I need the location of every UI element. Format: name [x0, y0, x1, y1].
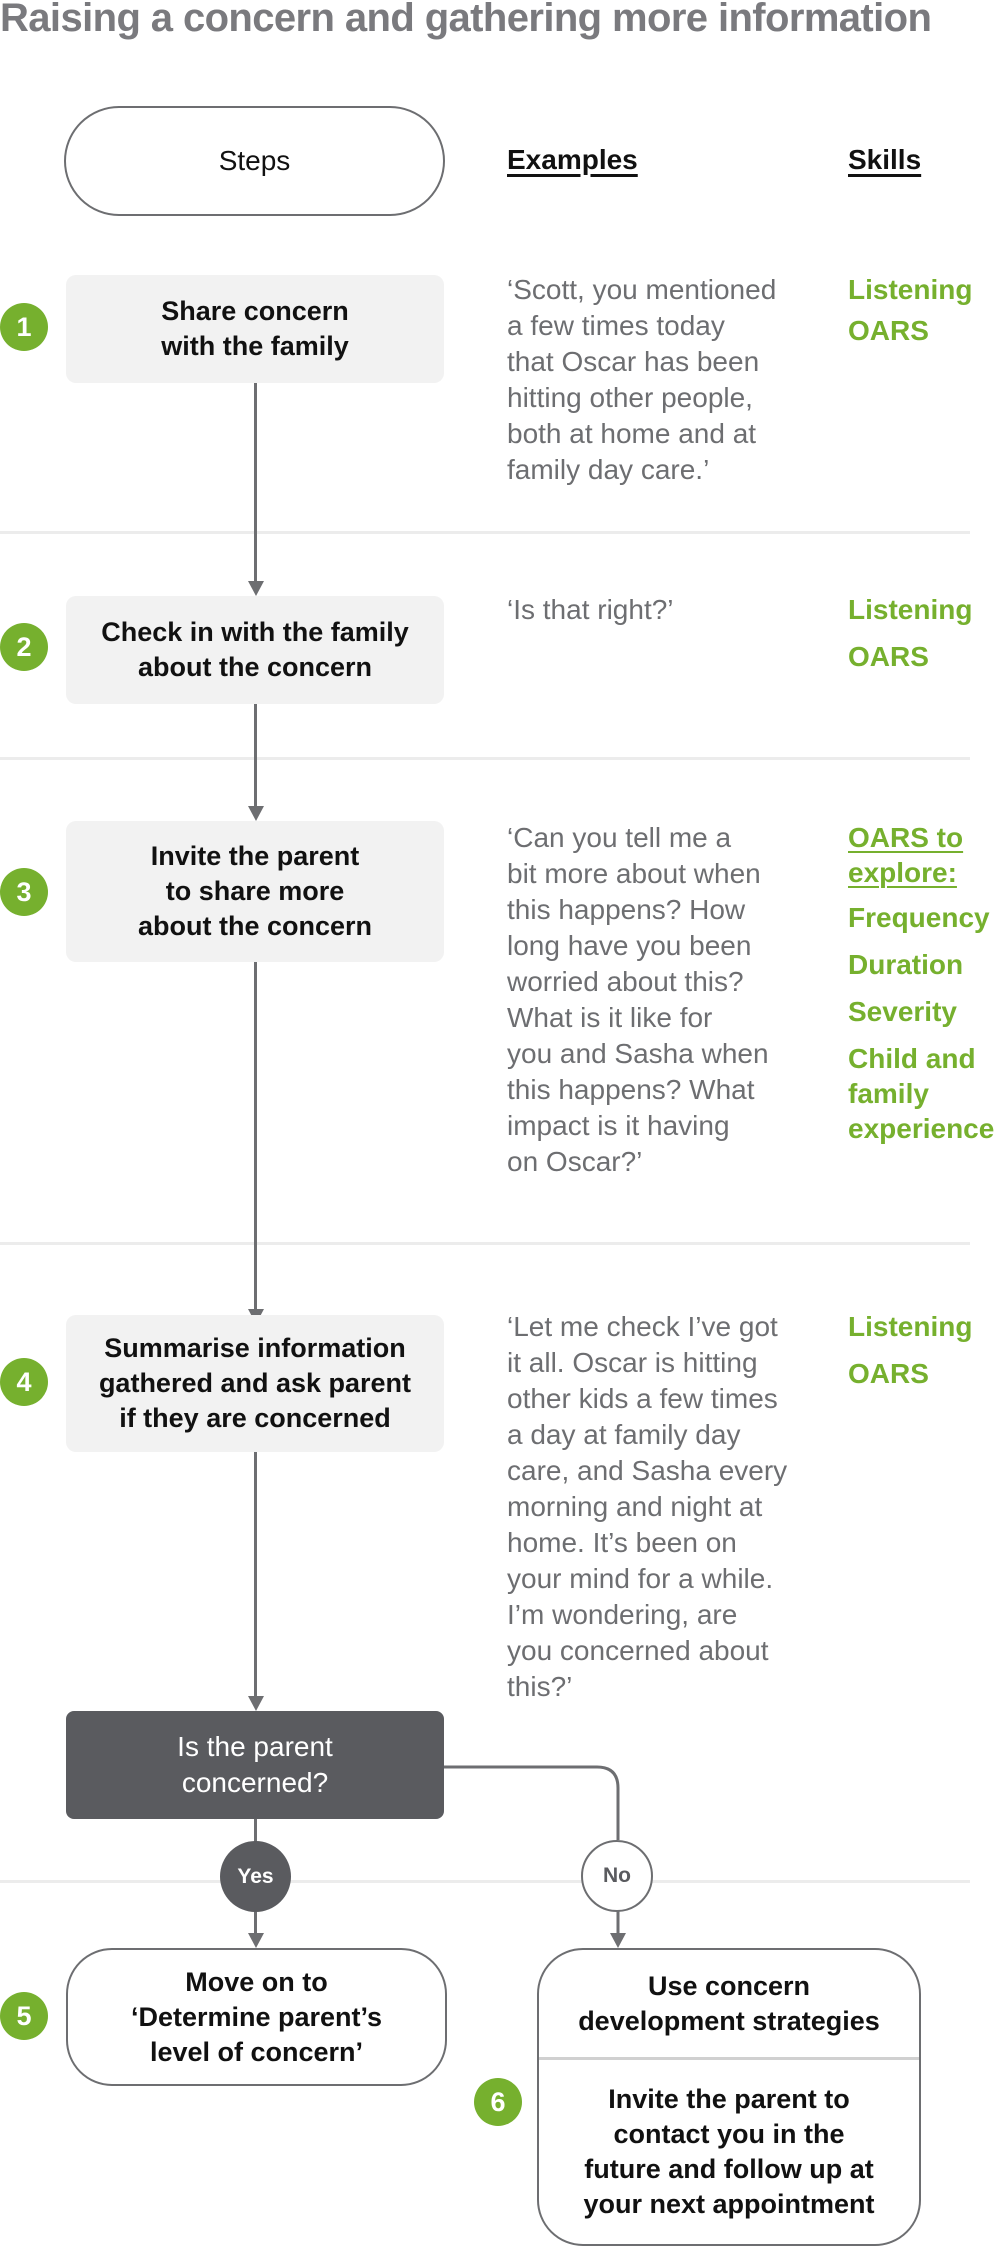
- skill-item: Severity: [848, 996, 957, 1027]
- step-number-badge: 2: [0, 623, 48, 671]
- step-3-example: ‘Can you tell me a bit more about when t…: [507, 822, 769, 1177]
- step-6-box: Use concern development strategies Invit…: [537, 1948, 921, 2246]
- skill-item: OARS: [848, 641, 929, 672]
- row-divider: [0, 757, 970, 760]
- skills-heading-link[interactable]: OARS to explore:: [848, 822, 964, 888]
- step-number-badge: 6: [474, 2078, 522, 2126]
- yes-branch-badge: Yes: [220, 1841, 291, 1912]
- step-4-skills: Listening OARS: [848, 1309, 1000, 1403]
- step-number-badge: 5: [0, 1992, 48, 2040]
- arrow-down-icon: [248, 581, 264, 596]
- connector-line: [254, 383, 257, 581]
- connector-line: [254, 1819, 257, 1843]
- skills-column-header: Skills: [848, 144, 922, 175]
- steps-header-label: Steps: [218, 145, 291, 176]
- skill-item: Listening: [848, 274, 973, 305]
- step-3-box: Invite the parent to share more about th…: [66, 821, 444, 962]
- step-number-badge: 3: [0, 868, 48, 916]
- step-2-example: ‘Is that right?’: [507, 594, 674, 625]
- step-4-box: Summarise information gathered and ask p…: [66, 1315, 444, 1452]
- skill-item: Duration: [848, 949, 964, 980]
- decision-box: Is the parent concerned?: [66, 1711, 444, 1819]
- step-6-action: Invite the parent to contact you in the …: [583, 2084, 875, 2219]
- skill-item: Listening: [848, 594, 973, 625]
- steps-column-header: Steps: [64, 106, 445, 216]
- step-number-badge: 1: [0, 303, 48, 351]
- row-divider: [0, 1880, 970, 1883]
- page-title: Raising a concern and gathering more inf…: [0, 0, 932, 40]
- arrow-down-icon: [248, 1696, 264, 1711]
- arrow-down-icon: [248, 1933, 264, 1948]
- step-6-strategy: Use concern development strategies: [539, 1950, 919, 2060]
- skill-item: Frequency: [848, 902, 990, 933]
- step-1-example: ‘Scott, you mentioned a few times today …: [507, 274, 777, 485]
- skill-item: OARS: [848, 1358, 929, 1389]
- connector-line: [254, 962, 257, 1309]
- no-branch-badge: No: [581, 1840, 653, 1912]
- step-number-badge: 4: [0, 1358, 48, 1406]
- connector-line: [254, 1910, 257, 1934]
- skill-item: Child and family experience: [848, 1043, 995, 1144]
- step-1-skills: Listening OARS: [848, 272, 1000, 360]
- connector-line: [254, 704, 257, 806]
- examples-column-header: Examples: [507, 144, 638, 175]
- row-divider: [0, 531, 970, 534]
- connector-line: [254, 1452, 257, 1696]
- step-5-box: Move on to ‘Determine parent’s level of …: [66, 1948, 447, 2086]
- row-divider: [0, 1242, 970, 1245]
- step-4-example: ‘Let me check I’ve got it all. Oscar is …: [507, 1311, 788, 1702]
- skill-item: OARS: [848, 315, 929, 346]
- no-branch-connector: [444, 1765, 626, 1948]
- skill-item: Listening: [848, 1311, 973, 1342]
- step-3-skills: OARS to explore: Frequency Duration Seve…: [848, 820, 1000, 1158]
- step-2-skills: Listening OARS: [848, 592, 1000, 686]
- arrow-down-icon: [248, 806, 264, 821]
